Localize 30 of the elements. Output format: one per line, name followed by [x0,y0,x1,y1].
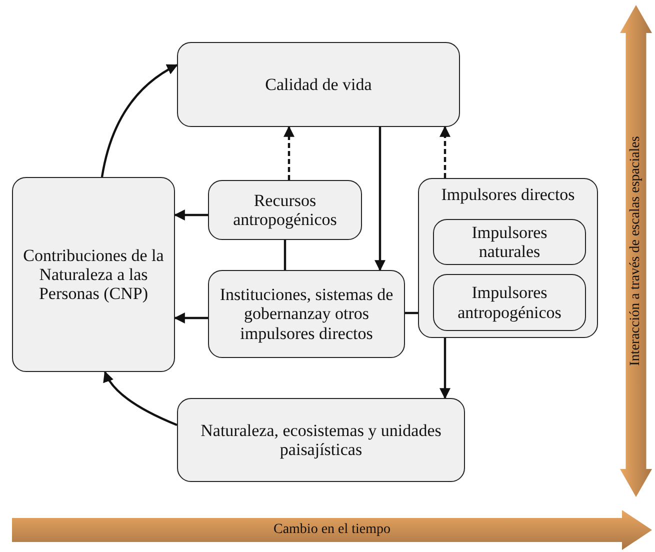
process-box [177,42,460,127]
group-box [418,178,598,338]
process-box [433,274,586,331]
box-label: Recursos antropogénicos [232,190,338,230]
process-box [433,219,586,265]
band-label: Interacción a través de escalas espaciales [628,136,644,366]
arrow [440,338,450,400]
process-box [208,180,362,240]
process-box [12,177,175,372]
box-label: Contribuciones de la Naturaleza a las Personas (CNP) [22,246,165,304]
dashed-arrow [284,126,294,180]
band-label: Cambio en el tiempo [273,522,391,538]
arrow [374,127,386,272]
process-box [208,270,405,358]
box-label: Naturaleza, ecosistemas y unidades paisajísticas [200,420,442,460]
arrow [174,210,208,220]
process-box [177,398,465,482]
box-label: Impulsores antropogénicos [456,283,562,322]
box-label: Impulsores directos [440,185,576,204]
box-label: Calidad de vida [264,74,373,94]
connector-line [284,240,286,270]
arrow [100,64,178,178]
arrow [104,371,178,426]
arrow [174,312,208,324]
time-arrow [12,510,652,550]
box-label: Instituciones, sistemas de gobernanzay otros impulsores directos [218,285,394,343]
scale-arrow [620,5,652,497]
box-label: Impulsores naturales [470,222,548,262]
dashed-arrow [440,126,450,178]
connector-line [405,312,418,314]
